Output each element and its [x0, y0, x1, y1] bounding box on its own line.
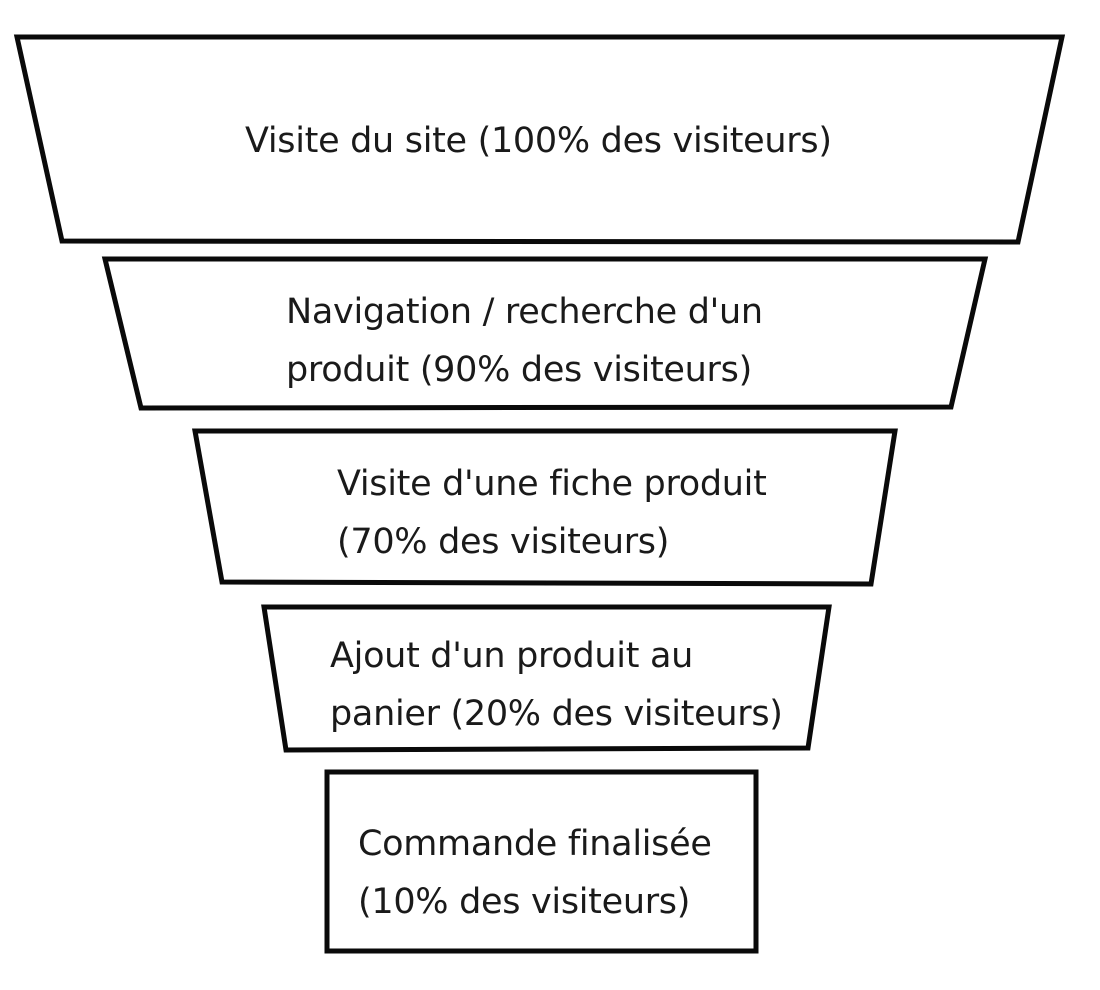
- funnel-stage-3-line-2: (70% des visiteurs): [337, 522, 670, 562]
- funnel-stage-1-line-1: Visite du site (100% des visiteurs): [245, 121, 832, 161]
- funnel-stage-5-line-1: Commande finalisée: [358, 824, 712, 864]
- funnel-stage-5-label: Commande finalisée (10% des visiteurs): [358, 815, 712, 931]
- funnel-stage-3-line-1: Visite d'une fiche produit: [337, 464, 767, 504]
- funnel-stage-4-line-1: Ajout d'un produit au: [330, 636, 693, 676]
- funnel-stage-5-shape: [324, 769, 759, 954]
- funnel-stage-3-label: Visite d'une fiche produit (70% des visi…: [337, 455, 767, 571]
- funnel-stage-2-line-2: produit (90% des visiteurs): [286, 350, 752, 390]
- funnel-stage-4-line-2: panier (20% des visiteurs): [330, 694, 783, 734]
- funnel-stage-5-line-2: (10% des visiteurs): [358, 882, 691, 922]
- funnel-stage-1-label: Visite du site (100% des visiteurs): [245, 112, 832, 170]
- funnel-stage-1-shape: [13, 34, 1066, 245]
- funnel-stage-4-shape: [261, 604, 832, 753]
- funnel-stage-3-shape: [192, 428, 898, 587]
- funnel-stage-2-label: Navigation / recherche d'un produit (90%…: [286, 283, 763, 399]
- funnel-stage-2-shape: [101, 256, 989, 411]
- funnel-stage-2-line-1: Navigation / recherche d'un: [286, 292, 763, 332]
- funnel-stage-4-label: Ajout d'un produit au panier (20% des vi…: [330, 627, 783, 743]
